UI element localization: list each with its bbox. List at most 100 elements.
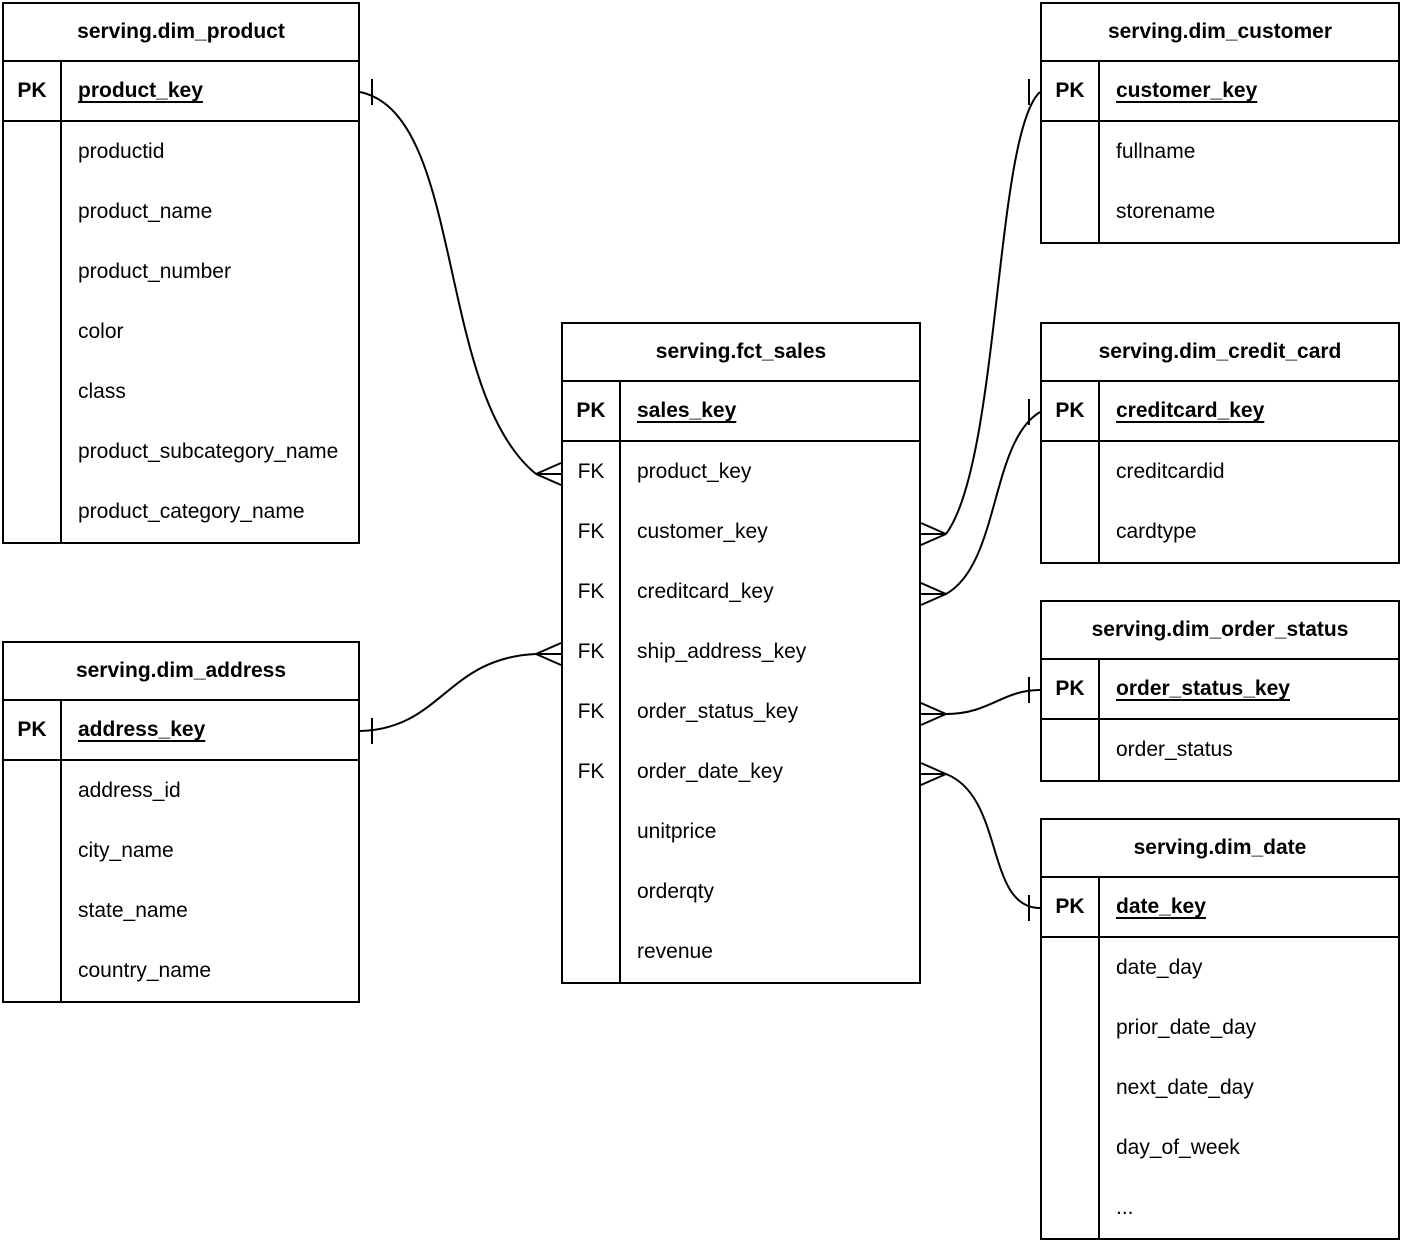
field-row: FK order_date_key <box>563 742 919 802</box>
field-row: orderqty <box>563 862 919 922</box>
field-name: product_category_name <box>78 499 305 523</box>
edge-dim_credit_card-fct_sales <box>920 399 1041 606</box>
field-name: country_name <box>78 958 212 982</box>
field-row: state_name <box>4 881 358 941</box>
field-row: storename <box>1042 182 1398 242</box>
key-badge <box>1042 502 1100 562</box>
entity-title: serving.dim_address <box>4 643 358 701</box>
crow-foot-many-marker <box>920 522 947 535</box>
key-badge <box>1042 442 1100 502</box>
field-row: productid <box>4 122 358 182</box>
field-name: order_date_key <box>637 759 783 783</box>
key-badge: FK <box>563 562 621 622</box>
field-name: revenue <box>637 939 713 963</box>
field-name: product_key <box>78 78 203 102</box>
crow-foot-many-marker <box>920 582 947 595</box>
key-badge: PK <box>4 62 62 120</box>
primary-key-row: PK date_key <box>1042 878 1398 938</box>
field-name: creditcardid <box>1116 459 1225 483</box>
edge-dim_date-fct_sales <box>920 762 1041 921</box>
field-name: product_subcategory_name <box>78 439 339 463</box>
field-row: color <box>4 302 358 362</box>
key-badge <box>563 922 621 982</box>
field-row: fullname <box>1042 122 1398 182</box>
field-row: class <box>4 362 358 422</box>
field-name: order_status_key <box>1116 676 1290 700</box>
key-badge <box>1042 1178 1100 1238</box>
field-row: day_of_week <box>1042 1118 1398 1178</box>
field-name: date_day <box>1116 955 1203 979</box>
entity-title: serving.dim_order_status <box>1042 602 1398 660</box>
key-badge: FK <box>563 442 621 502</box>
relationship-line <box>359 91 537 475</box>
field-row: country_name <box>4 941 358 1001</box>
primary-key-row: PK product_key <box>4 62 358 122</box>
entity-title: serving.dim_credit_card <box>1042 324 1398 382</box>
key-badge <box>4 761 62 821</box>
key-badge <box>1042 182 1100 242</box>
key-badge <box>1042 720 1100 780</box>
field-row: city_name <box>4 821 358 881</box>
field-name: state_name <box>78 898 188 922</box>
key-badge <box>4 122 62 182</box>
field-name: class <box>78 379 126 403</box>
field-row: product_category_name <box>4 482 358 542</box>
key-badge: FK <box>563 742 621 802</box>
primary-key-row: PK order_status_key <box>1042 660 1398 720</box>
field-name: fullname <box>1116 139 1196 163</box>
crow-foot-many-marker <box>920 773 947 786</box>
field-row: address_id <box>4 761 358 821</box>
field-name: customer_key <box>1116 78 1258 102</box>
field-row: product_name <box>4 182 358 242</box>
field-name: creditcard_key <box>1116 398 1265 422</box>
field-row: revenue <box>563 922 919 982</box>
key-badge <box>563 802 621 862</box>
field-name: day_of_week <box>1116 1135 1240 1159</box>
field-name: storename <box>1116 199 1216 223</box>
field-name: order_status_key <box>637 699 799 723</box>
key-badge <box>1042 122 1100 182</box>
field-name: city_name <box>78 838 174 862</box>
field-name: product_number <box>78 259 231 283</box>
key-badge <box>1042 998 1100 1058</box>
key-badge <box>563 862 621 922</box>
field-name: address_id <box>78 778 181 802</box>
crow-foot-many-marker <box>920 593 947 606</box>
key-badge <box>4 302 62 362</box>
crow-foot-many-marker <box>920 713 947 726</box>
field-row: date_day <box>1042 938 1398 998</box>
key-badge <box>4 422 62 482</box>
field-row: FK product_key <box>563 442 919 502</box>
key-badge: PK <box>1042 878 1100 936</box>
key-badge <box>1042 1118 1100 1178</box>
key-badge <box>4 821 62 881</box>
entity-title: serving.dim_date <box>1042 820 1398 878</box>
key-badge <box>4 941 62 1001</box>
crow-foot-many-marker <box>920 533 947 546</box>
field-name: productid <box>78 139 165 163</box>
field-name: product_key <box>637 459 752 483</box>
field-name: cardtype <box>1116 519 1197 543</box>
field-name: color <box>78 319 124 343</box>
crow-foot-many-marker <box>535 642 562 655</box>
key-badge: PK <box>1042 660 1100 718</box>
key-badge <box>4 362 62 422</box>
key-badge: PK <box>4 701 62 759</box>
key-badge <box>4 881 62 941</box>
key-badge <box>4 482 62 542</box>
edge-dim_address-fct_sales <box>359 642 562 744</box>
crow-foot-many-marker <box>535 462 562 475</box>
field-row: product_subcategory_name <box>4 422 358 482</box>
field-name: date_key <box>1116 894 1206 918</box>
